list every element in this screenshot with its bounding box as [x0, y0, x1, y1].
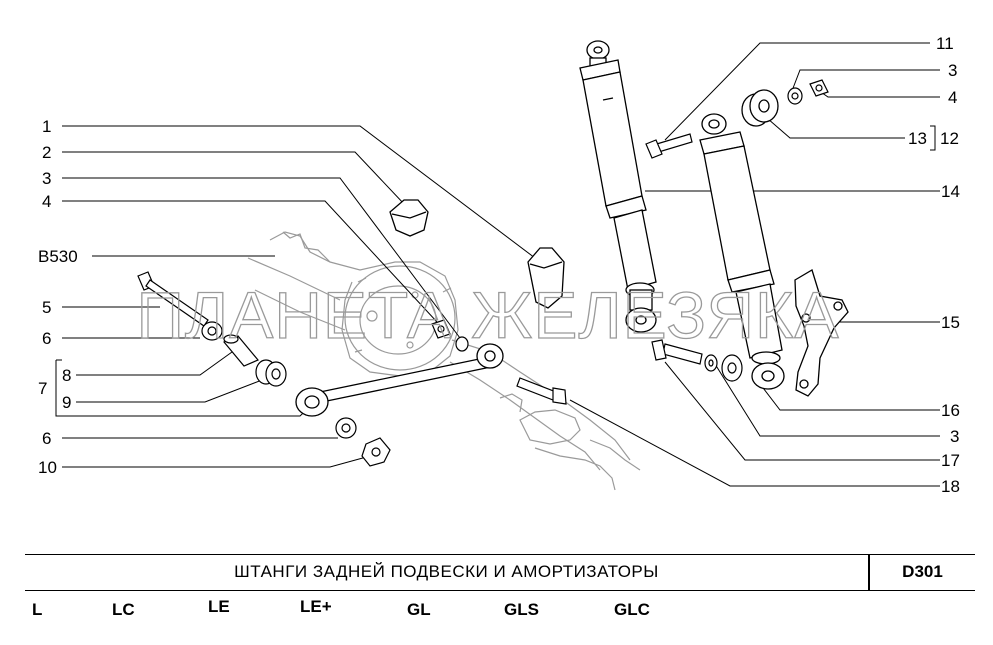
variant-l: L — [32, 600, 43, 619]
parts-diagram: ПЛАНЕТА ЖЕЛЕЗЯКА 1 2 3 4 B530 5 6 8 7 9 … — [38, 34, 960, 496]
callout-6b: 6 — [42, 429, 51, 448]
washer-3-left — [455, 336, 469, 352]
nut-4-left — [431, 319, 451, 339]
nut-4-top — [809, 79, 829, 97]
bolt-18 — [516, 377, 567, 405]
trim-variants: L LC LE LE+ GL GLS GLC — [0, 597, 993, 630]
callout-9: 9 — [62, 393, 71, 412]
bushing-9 — [255, 359, 287, 387]
watermark: ПЛАНЕТА ЖЕЛЕЗЯКА — [136, 278, 839, 352]
bump-stop-1 — [527, 247, 565, 309]
callout-13: 13 — [908, 129, 927, 148]
title-divider — [868, 555, 870, 590]
washer-16 — [721, 354, 743, 382]
callout-16: 16 — [941, 401, 960, 420]
diagram-code: D301 — [902, 562, 943, 581]
callout-b530: B530 — [38, 247, 78, 266]
rear-shock-absorber-right — [699, 113, 785, 390]
bolt-11 — [645, 133, 693, 159]
sleeve-8 — [223, 334, 259, 367]
callout-3-top: 3 — [948, 61, 957, 80]
bump-stop-2 — [389, 199, 429, 237]
callout-4-top: 4 — [948, 88, 957, 107]
washer-3-top — [787, 87, 803, 105]
shock-bracket-15 — [794, 269, 849, 397]
callout-10: 10 — [38, 458, 57, 477]
callout-3: 3 — [42, 169, 51, 188]
callout-18: 18 — [941, 477, 960, 496]
rear-shock-absorber-left — [579, 40, 657, 333]
rubber-bushing-13 — [741, 89, 779, 127]
callout-15: 15 — [941, 313, 960, 332]
variant-gl: GL — [407, 600, 431, 619]
callout-6a: 6 — [42, 329, 51, 348]
washer-3-lower — [704, 354, 718, 372]
callout-1: 1 — [42, 117, 51, 136]
callout-2: 2 — [42, 143, 51, 162]
leader-lines — [55, 42, 940, 487]
callout-4: 4 — [42, 192, 51, 211]
diagram-title: ШТАНГИ ЗАДНЕЙ ПОДВЕСКИ И АМОРТИЗАТОРЫ — [234, 562, 659, 581]
washer-6-lower — [335, 417, 357, 439]
callout-5: 5 — [42, 298, 51, 317]
suspension-rod-7 — [295, 343, 504, 417]
callout-3-lower: 3 — [950, 427, 959, 446]
callouts-left: 1 2 3 4 B530 5 6 8 7 9 6 10 — [38, 117, 78, 477]
title-block: ШТАНГИ ЗАДНЕЙ ПОДВЕСКИ И АМОРТИЗАТОРЫ D3… — [25, 554, 975, 591]
callout-17: 17 — [941, 451, 960, 470]
callout-7: 7 — [38, 379, 47, 398]
variant-glc: GLC — [614, 600, 650, 619]
variant-le: LE — [208, 597, 230, 616]
variant-le-plus: LE+ — [300, 597, 332, 616]
washer-6-upper — [201, 321, 223, 341]
bolt-17 — [651, 339, 703, 365]
callout-8: 8 — [62, 366, 71, 385]
rear-axle-housing — [247, 231, 641, 491]
callout-11: 11 — [936, 34, 954, 53]
nut-10 — [361, 437, 391, 467]
callout-14: 14 — [941, 182, 960, 201]
callouts-right: 11 3 4 13 12 14 15 16 3 17 18 — [908, 34, 960, 496]
callout-12: 12 — [940, 129, 959, 148]
variant-lc: LC — [112, 600, 135, 619]
variant-gls: GLS — [504, 600, 539, 619]
